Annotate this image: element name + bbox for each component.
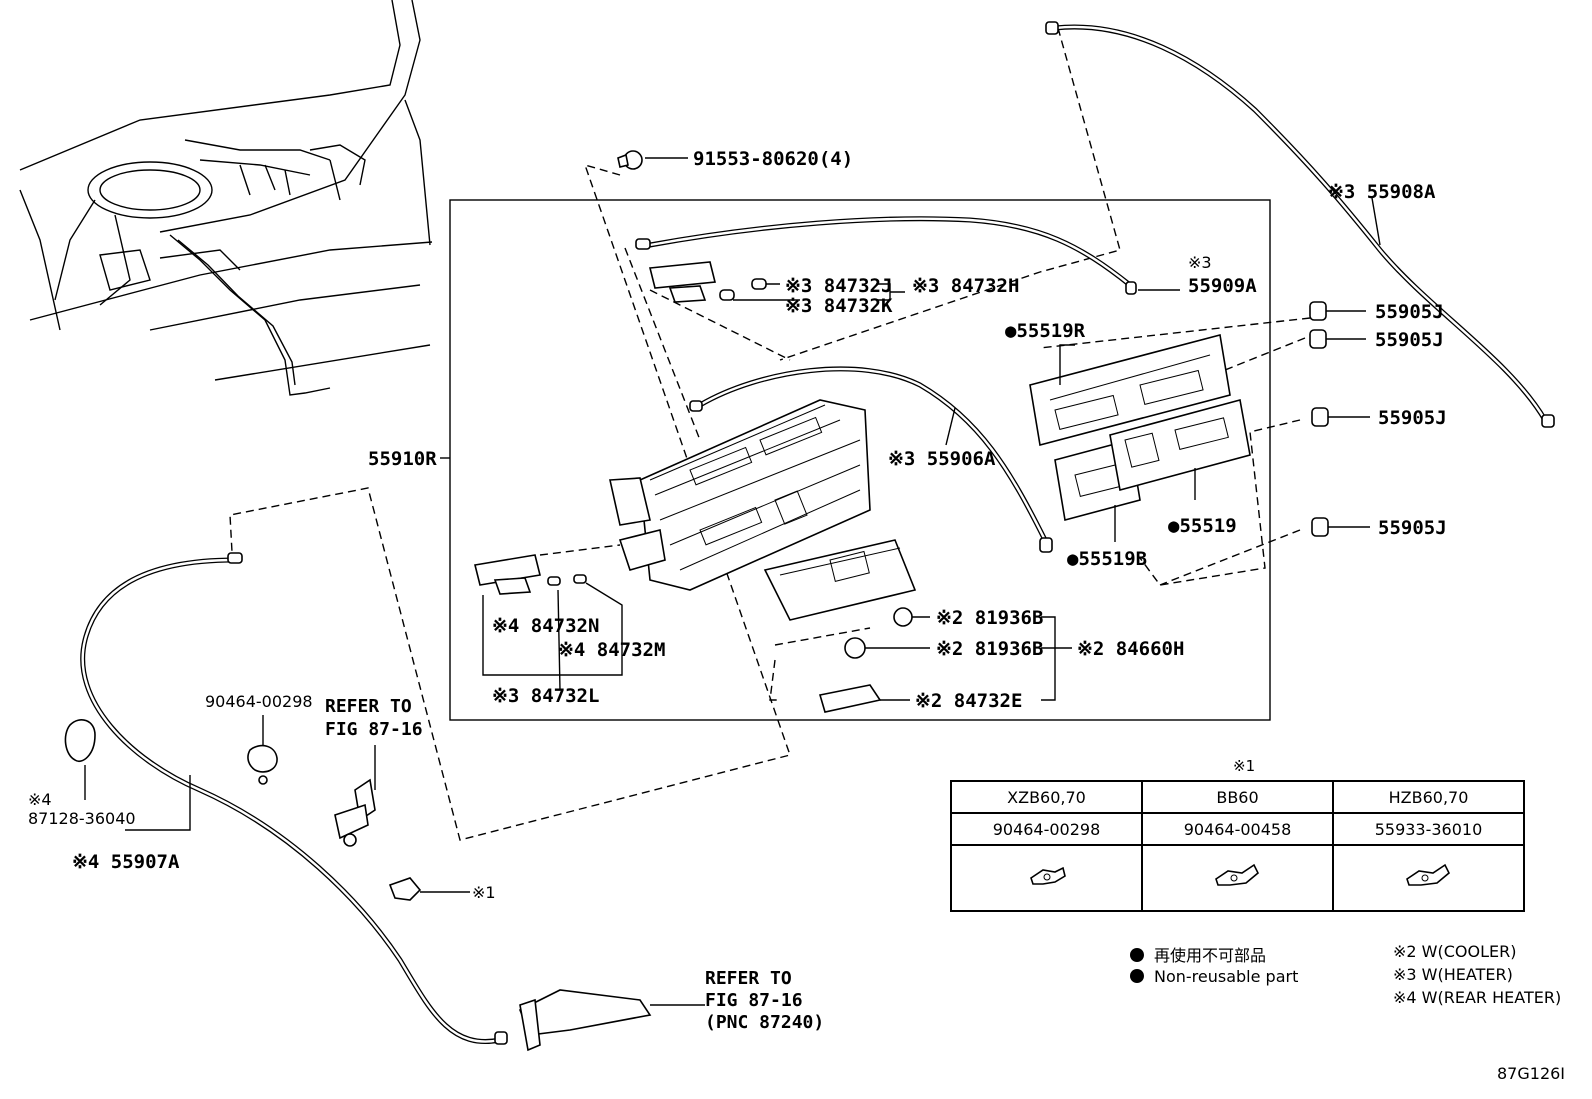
knob-55905J-2 [1309, 329, 1327, 349]
connector-84732J-84732K [648, 261, 767, 303]
label-81936B-1: ※2 81936B [936, 607, 1043, 629]
lever-assembly-87240 [518, 989, 652, 1052]
legend-note2: ※2 W(COOLER) [1393, 942, 1517, 961]
clip-mark1 [388, 877, 422, 901]
label-84732N: ※4 84732N [492, 615, 599, 637]
heater-control-assembly-box [449, 199, 1271, 721]
label-55519R: ●55519R [1005, 320, 1086, 342]
bracket-fig-87-16 [334, 778, 376, 847]
label-84732H: ※3 84732H [912, 275, 1019, 297]
label-refer-to-2a: REFER TO [705, 968, 792, 989]
label-84732E: ※2 84732E [915, 690, 1022, 712]
application-table: XZB60,70 BB60 HZB60,70 90464-00298 90464… [950, 780, 1525, 912]
label-55907A: ※4 55907A [72, 851, 180, 873]
label-55910R: 55910R [368, 448, 437, 470]
control-panel-55519R [1029, 334, 1231, 446]
label-55905J-3: 55905J [1378, 407, 1447, 429]
label-refer-to-2c: (PNC 87240) [705, 1012, 824, 1033]
label-84660H: ※2 84660H [1077, 638, 1184, 660]
legend-note4: ※4 W(REAR HEATER) [1393, 988, 1562, 1007]
label-55519: ●55519 [1168, 515, 1237, 537]
table-header-cell: BB60 [1141, 780, 1334, 814]
label-84732M: ※4 84732M [558, 639, 665, 661]
cable-55906A [689, 366, 1053, 553]
label-55905J-1: 55905J [1375, 301, 1444, 323]
table-row: 90464-00298 90464-00458 55933-36010 [950, 812, 1525, 846]
table-cell: 90464-00298 [950, 812, 1143, 846]
label-55905J-4: 55905J [1378, 517, 1447, 539]
clip-icon [1332, 844, 1525, 912]
knob-55905J-1 [1309, 301, 1327, 321]
grommet-87128 [64, 719, 96, 762]
cable-55908A [1045, 21, 1555, 428]
label-84732L: ※3 84732L [492, 685, 599, 707]
label-55519B: ●55519B [1067, 548, 1147, 570]
table-header-cell: HZB60,70 [1332, 780, 1525, 814]
label-91553-80620: 91553-80620(4) [693, 148, 853, 170]
legend-note3: ※3 W(HEATER) [1393, 965, 1513, 984]
table-icon-row [950, 844, 1525, 912]
legend-nonreusable-jp: 再使用不可部品 [1130, 942, 1266, 966]
legend-nonreusable-en: Non-reusable part [1130, 967, 1298, 986]
label-55906A: ※3 55906A [888, 448, 996, 470]
label-clip-mark1: ※1 [472, 883, 496, 902]
filled-circle-icon [1130, 948, 1144, 962]
knob-55905J-3 [1311, 407, 1329, 427]
bolt-91553 [617, 150, 643, 170]
vehicle-dashboard-illustration [19, 0, 433, 396]
table-cell: 90464-00458 [1141, 812, 1334, 846]
clip-icon [1141, 844, 1334, 912]
label-55909A: 55909A [1188, 275, 1257, 297]
label-55905J-2: 55905J [1375, 329, 1444, 351]
label-refer-to-2b: FIG 87-16 [705, 990, 803, 1011]
label-55908A: ※3 55908A [1328, 181, 1436, 203]
label-84732J: ※3 84732J [785, 275, 892, 297]
table-cell: 55933-36010 [1332, 812, 1525, 846]
label-mark4: ※4 [28, 790, 52, 809]
label-90464-00298: 90464-00298 [205, 692, 313, 711]
clamp-90464 [247, 744, 278, 785]
filled-circle-icon [1130, 969, 1144, 983]
clip-icon [950, 844, 1143, 912]
heater-control-unit [609, 399, 871, 591]
blower-switch-84660H [763, 539, 917, 713]
knob-55905J-4 [1311, 517, 1329, 537]
connector-84732N-84732M [474, 554, 587, 595]
figure-code: 87G126I [1497, 1064, 1566, 1083]
control-panel-55519 [1109, 399, 1251, 491]
label-refer-to-1b: FIG 87-16 [325, 719, 423, 740]
label-refer-to-1a: REFER TO [325, 696, 412, 717]
label-87128-36040: 87128-36040 [28, 809, 136, 828]
table-header-row: XZB60,70 BB60 HZB60,70 [950, 780, 1525, 814]
cable-55909A [635, 216, 1137, 295]
label-81936B-2: ※2 81936B [936, 638, 1043, 660]
table-header-cell: XZB60,70 [950, 780, 1143, 814]
table-footnote-mark: ※1 [1233, 757, 1256, 775]
label-mark3: ※3 [1188, 253, 1212, 272]
label-84732K: ※3 84732K [785, 295, 893, 317]
cable-55907A [80, 552, 508, 1045]
